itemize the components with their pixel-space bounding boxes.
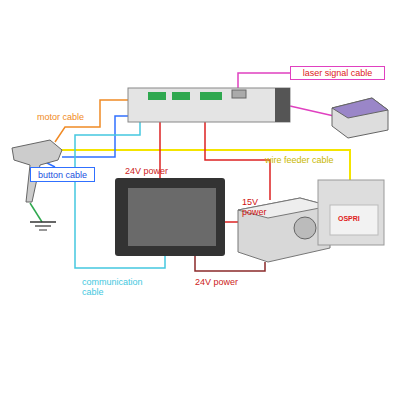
ground-symbol — [35, 225, 51, 226]
cable-text: 15V power — [242, 197, 276, 217]
cable-text: OSPRI — [338, 214, 360, 224]
feeder-panel — [330, 205, 378, 235]
db-connector — [232, 90, 246, 98]
cable-text: wire feeder cable — [265, 155, 334, 165]
cable-text: 24V power — [125, 166, 168, 176]
touch-screen — [115, 178, 225, 256]
controller-box — [128, 88, 290, 122]
cable-text: 24V power — [195, 277, 238, 287]
power-supply — [238, 198, 330, 262]
laser-wire — [238, 73, 290, 90]
laser-source — [332, 98, 388, 138]
cable-text: communication cable — [82, 277, 162, 297]
cable-label: button cable — [38, 170, 87, 180]
power-wire — [195, 256, 265, 271]
controller-end — [275, 88, 290, 122]
laser-wire — [290, 106, 334, 116]
ground-symbol — [30, 221, 56, 223]
button-wire — [62, 116, 128, 157]
fan — [294, 217, 316, 239]
cable-label-box: button cable — [30, 167, 95, 182]
screen-panel — [128, 188, 216, 246]
cable-label: laser signal cable — [303, 68, 373, 78]
laser-top — [332, 98, 388, 118]
terminal-block — [172, 92, 190, 100]
wire-feeder — [318, 180, 384, 245]
cable-text: motor cable — [37, 112, 84, 122]
cable-label-box: laser signal cable — [290, 66, 385, 80]
ground-wire — [30, 203, 42, 222]
terminal-block — [148, 92, 166, 100]
power-supply-top — [238, 198, 330, 218]
power-wire — [225, 221, 238, 223]
terminal-block — [200, 92, 222, 100]
ground-symbol — [39, 230, 47, 231]
